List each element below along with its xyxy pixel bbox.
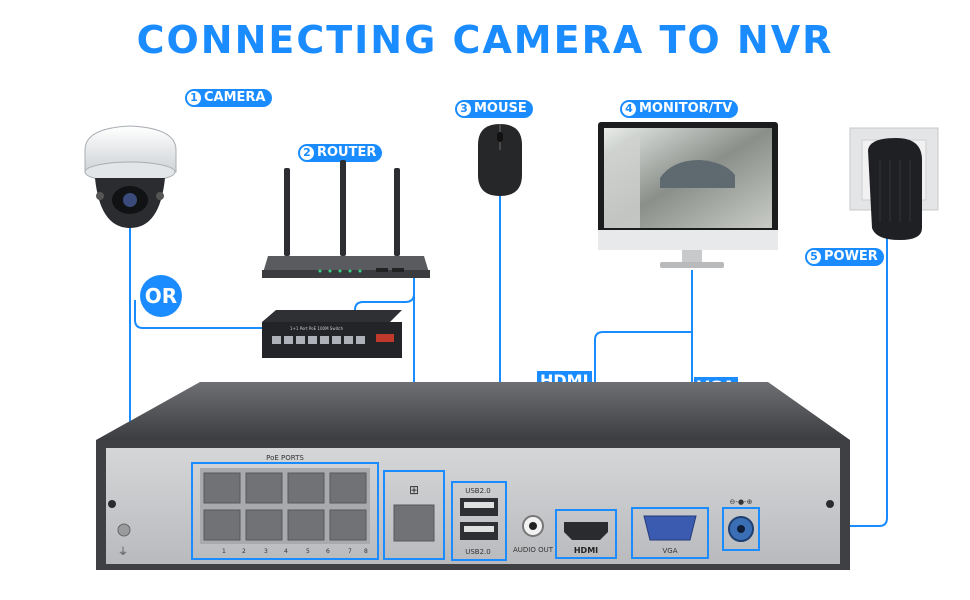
port-num-2: 2	[242, 548, 246, 555]
camera-switch-cable	[134, 300, 262, 329]
vga-port-label: VGA	[662, 547, 677, 555]
usb-highlight	[451, 481, 507, 561]
usb-top-label: USB2.0	[465, 487, 491, 495]
dome-camera-icon	[84, 125, 177, 228]
lan-port-highlight	[383, 470, 445, 560]
port-num-3: 3	[264, 548, 268, 555]
port-num-5: 5	[306, 548, 310, 555]
vga-port-highlight	[631, 507, 709, 559]
port-num-8: 8	[364, 548, 368, 555]
nvr-device: ⏚ PoE PORTS 1 2 3 4 5 6 7 8 ⊞ USB2.0 USB…	[96, 382, 850, 570]
port-num-1: 1	[222, 548, 226, 555]
router-icon	[262, 160, 430, 278]
svg-text:⏚: ⏚	[118, 546, 128, 558]
audio-out-label: AUDIO OUT	[513, 546, 554, 554]
power-polarity-label: ⊖-●-⊕	[730, 498, 753, 506]
page-title: CONNECTING CAMERA TO NVR	[136, 18, 834, 62]
hdmi-cable	[594, 270, 693, 520]
hdmi-port-highlight	[555, 509, 617, 559]
usb-bottom-label: USB2.0	[465, 548, 491, 556]
port-num-7: 7	[348, 548, 352, 555]
switch-label: 1+1 Port PoE 100M Switch	[290, 326, 343, 331]
mouse-icon	[478, 124, 522, 196]
poe-ports-label: PoE PORTS	[266, 454, 304, 462]
port-num-6: 6	[326, 548, 330, 555]
power-cable	[760, 236, 888, 527]
or-circle: OR	[140, 275, 182, 317]
network-icon: ⊞	[409, 483, 419, 497]
monitor-icon	[598, 122, 778, 268]
power-port-highlight	[722, 507, 760, 551]
poe-ports-highlight	[191, 462, 379, 560]
poe-switch-icon: 1+1 Port PoE 100M Switch	[262, 310, 402, 358]
power-adapter-icon	[849, 127, 939, 240]
port-num-4: 4	[284, 548, 288, 555]
hdmi-port-label: HDMI	[574, 546, 598, 555]
